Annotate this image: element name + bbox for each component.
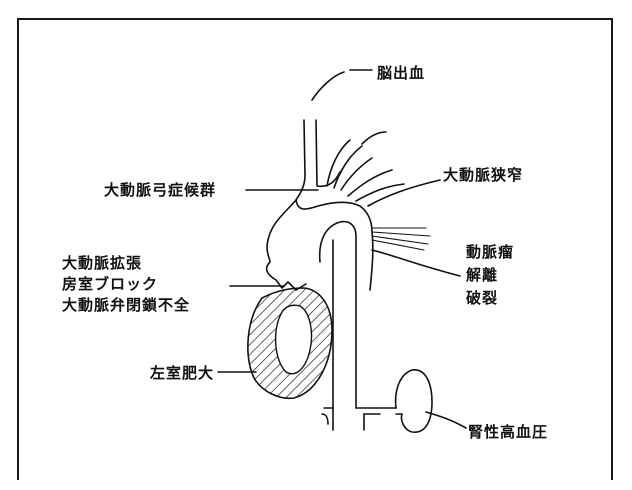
descending-aorta-outer <box>370 232 373 290</box>
aorta-left-wall <box>267 120 306 290</box>
label-aneurysm: 動脈瘤 <box>466 243 514 262</box>
kidney <box>396 370 432 432</box>
aneurysm-branch-4 <box>372 240 424 250</box>
leader-renal-hypertension <box>426 412 466 428</box>
descending-aorta-left <box>320 222 356 262</box>
label-aortic-dilation: 大動脈拡張 <box>62 254 142 273</box>
aneurysm-branch-2 <box>372 232 430 236</box>
cerebral-vessel <box>312 72 344 100</box>
aneurysm-branch-3 <box>372 236 428 244</box>
aorta-arch-wall <box>316 120 340 186</box>
label-lvh: 左室肥大 <box>150 364 214 383</box>
label-dissection: 解離 <box>466 266 498 285</box>
label-renal-hypertension: 腎性高血圧 <box>468 423 548 442</box>
label-aortic-regurgitation: 大動脈弁閉鎖不全 <box>62 296 190 315</box>
branch-vessel-6 <box>362 132 386 144</box>
label-rupture: 破裂 <box>466 289 498 308</box>
label-cerebral-hemorrhage: 脳出血 <box>377 64 425 83</box>
label-aortic-arch-syndrome: 大動脈弓症候群 <box>104 181 216 200</box>
branch-vessel-4 <box>348 170 392 196</box>
renal-artery-left-2 <box>322 414 328 424</box>
label-av-block: 房室ブロック <box>62 275 158 294</box>
leader-aneurysm <box>372 250 460 276</box>
label-aortic-stenosis: 大動脈狭窄 <box>443 166 523 185</box>
renal-artery-left <box>324 408 333 430</box>
renal-artery-right-2 <box>364 414 380 430</box>
branch-vessel-2 <box>334 146 362 188</box>
arch-outer <box>296 200 372 232</box>
